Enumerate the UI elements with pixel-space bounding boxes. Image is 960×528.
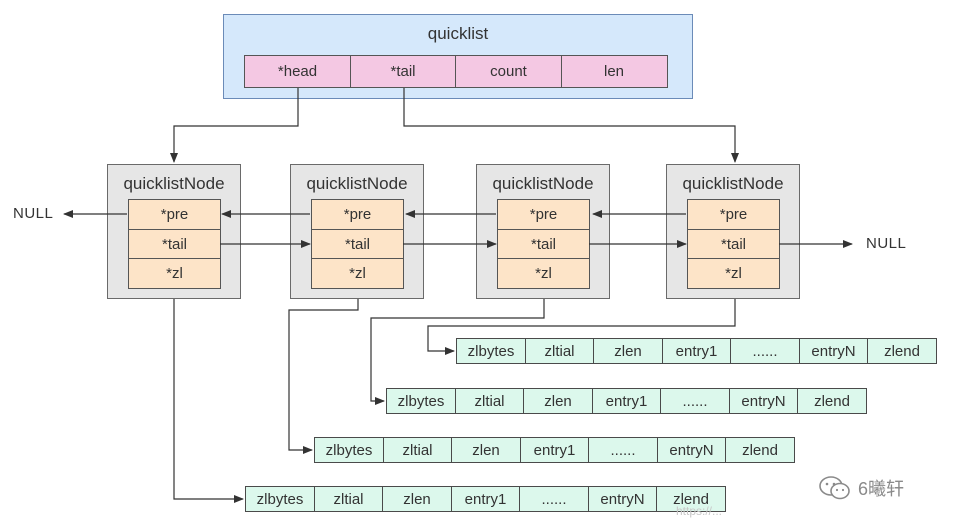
node1-zl-arrow	[173, 299, 244, 503]
quicklist-node-4: quicklistNode *pre *tail *zl	[666, 164, 800, 299]
quicklist-count-field: count	[455, 55, 562, 88]
tail-pointer-arrow	[403, 88, 739, 163]
ziplist-entry1: entry1	[591, 388, 662, 414]
quicklist-len-field: len	[560, 55, 668, 88]
ziplist-4: zlbytes zltial zlen entry1 ...... entryN…	[456, 338, 937, 364]
ziplist-zlbytes: zlbytes	[245, 486, 315, 512]
quicklist-tail-field: *tail	[349, 55, 457, 88]
quicklist-title: quicklist	[427, 24, 489, 43]
ziplist-zlen: zlen	[523, 388, 593, 414]
node-zl-field: *zl	[311, 258, 404, 289]
node-fields: *pre *tail *zl	[497, 199, 590, 289]
ziplist-zlbytes: zlbytes	[386, 388, 456, 414]
null-left-label: NULL	[13, 205, 54, 222]
wechat-icon	[819, 476, 850, 500]
quicklist-node-3: quicklistNode *pre *tail *zl	[476, 164, 610, 299]
ziplist-entry1: entry1	[519, 437, 590, 463]
node-tail-field: *tail	[497, 228, 590, 260]
ziplist-zlen: zlen	[593, 338, 663, 364]
node-tail-field: *tail	[311, 228, 404, 260]
node-zl-field: *zl	[128, 258, 221, 289]
ziplist-zlen: zlen	[382, 486, 452, 512]
ziplist-ellipsis: ......	[660, 388, 730, 414]
ziplist-ellipsis: ......	[519, 486, 589, 512]
ziplist-3: zlbytes zltial zlen entry1 ...... entryN…	[386, 388, 867, 414]
ziplist-1: zlbytes zltial zlen entry1 ...... entryN…	[245, 486, 726, 512]
ziplist-zltail: zltial	[313, 486, 384, 512]
ziplist-zlen: zlen	[451, 437, 521, 463]
ziplist-ellipsis: ......	[730, 338, 800, 364]
ziplist-entry1: entry1	[661, 338, 732, 364]
watermark-text: 6曦轩	[858, 479, 905, 499]
node-title: quicklistNode	[682, 174, 784, 193]
ziplist-2: zlbytes zltial zlen entry1 ...... entryN…	[314, 437, 795, 463]
ziplist-entryN: entryN	[798, 338, 869, 364]
quicklist-node-1: quicklistNode *pre *tail *zl	[107, 164, 241, 299]
ziplist-zlend: zlend	[867, 338, 937, 364]
ziplist-zltail: zltial	[454, 388, 525, 414]
quicklist-node-2: quicklistNode *pre *tail *zl	[290, 164, 424, 299]
node-zl-field: *zl	[687, 258, 780, 289]
watermark-url: https://...	[676, 504, 723, 518]
node-pre-field: *pre	[497, 199, 590, 230]
node4-zl-arrow	[427, 299, 736, 355]
ziplist-zlend: zlend	[725, 437, 795, 463]
null-right-label: NULL	[866, 235, 907, 252]
node2-zl-arrow	[288, 299, 359, 454]
node-fields: *pre *tail *zl	[128, 199, 221, 289]
ziplist-ellipsis: ......	[588, 437, 658, 463]
node-pre-field: *pre	[128, 199, 221, 230]
node-fields: *pre *tail *zl	[687, 199, 780, 289]
watermark: 6曦轩	[818, 474, 904, 502]
ziplist-zlbytes: zlbytes	[456, 338, 526, 364]
head-pointer-arrow	[170, 88, 299, 163]
quicklist-fields: *head *tail count len	[244, 55, 668, 88]
node-title: quicklistNode	[492, 174, 594, 193]
ziplist-zlend: zlend	[656, 486, 726, 512]
node-zl-field: *zl	[497, 258, 590, 289]
node-fields: *pre *tail *zl	[311, 199, 404, 289]
quicklist-head-field: *head	[244, 55, 351, 88]
ziplist-zlend: zlend	[797, 388, 867, 414]
node-title: quicklistNode	[123, 174, 225, 193]
ziplist-zltail: zltial	[382, 437, 453, 463]
node-tail-field: *tail	[687, 228, 780, 260]
node3-zl-arrow	[370, 299, 545, 405]
ziplist-zltail: zltial	[524, 338, 595, 364]
node-title: quicklistNode	[306, 174, 408, 193]
ziplist-entry1: entry1	[450, 486, 521, 512]
